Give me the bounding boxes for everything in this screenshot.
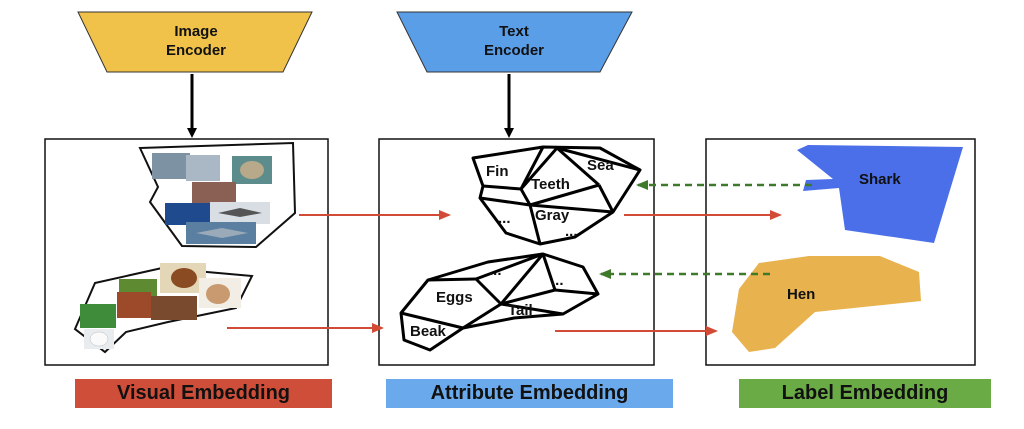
attr-fin: Fin <box>486 163 509 180</box>
label-hen: Hen <box>787 286 815 303</box>
attr-teeth: Teeth <box>531 176 570 193</box>
shark-photo <box>186 155 220 181</box>
shark-label-region: Shark <box>797 145 963 243</box>
image-encoder: Image Encoder <box>77 11 313 73</box>
shark-attribute-region <box>471 145 642 246</box>
shark-image-cluster <box>138 141 297 249</box>
attr-ellipsis-4: ... <box>551 272 564 289</box>
hen-photo <box>80 304 116 328</box>
text-encoder-label-line2: Encoder <box>484 42 544 59</box>
attr-tail: Tail <box>508 302 533 319</box>
attr-ellipsis-3: ... <box>489 262 502 279</box>
text-encoder: Text Encoder <box>396 11 633 73</box>
hen-photo <box>117 292 151 318</box>
attr-sea: Sea <box>587 157 614 174</box>
attr-gray: Gray <box>535 207 570 224</box>
label-shark: Shark <box>859 171 901 188</box>
image-encoder-label-line2: Encoder <box>166 42 226 59</box>
attr-eggs: Eggs <box>436 289 473 306</box>
visual-embedding-caption: Visual Embedding <box>75 379 332 408</box>
shark-photo <box>165 203 210 225</box>
hen-image-cluster <box>73 263 254 354</box>
attribute-embedding-caption: Attribute Embedding <box>386 379 673 408</box>
hen-photo <box>151 296 197 320</box>
attr-ellipsis-2: ... <box>565 223 578 240</box>
hen-attribute-region <box>399 252 600 352</box>
image-encoder-label-line1: Image <box>174 23 217 40</box>
hen-label-region: Hen <box>732 256 921 352</box>
attr-beak: Beak <box>410 323 447 340</box>
attr-ellipsis-1: ... <box>498 210 511 227</box>
shark-photo <box>152 153 190 179</box>
text-encoder-label-line1: Text <box>499 23 529 40</box>
label-embedding-caption: Label Embedding <box>739 379 991 408</box>
